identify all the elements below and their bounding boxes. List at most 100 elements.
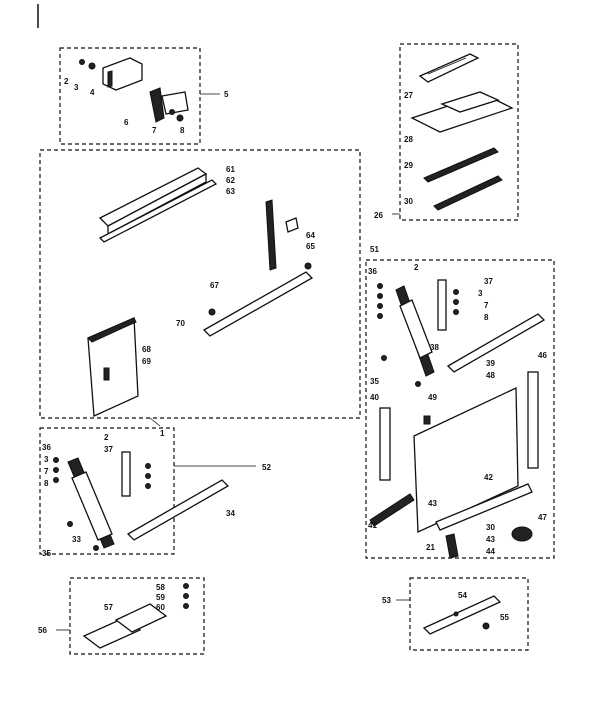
label-54: 54 (458, 591, 467, 600)
label-35a: 35 (370, 377, 379, 386)
label-43b: 43 (486, 535, 495, 544)
part-6-bracket (149, 87, 165, 123)
label-62: 62 (226, 176, 235, 185)
part-35-screw-b (415, 381, 421, 387)
label-37b: 37 (104, 445, 113, 454)
part-42-strip (435, 483, 533, 531)
label-7c: 7 (44, 467, 49, 476)
label-36a: 36 (368, 267, 377, 276)
label-7: 7 (152, 126, 157, 135)
label-42: 42 (484, 473, 493, 482)
label-26: 26 (374, 211, 383, 220)
label-1: 1 (160, 429, 165, 438)
label-34: 34 (226, 509, 235, 518)
label-3c: 3 (44, 455, 49, 464)
part-7-screw-c (53, 467, 59, 473)
part-2-screw (79, 59, 85, 65)
part-4-bracket (102, 57, 143, 91)
part-47-knob (511, 526, 533, 542)
part-39-rail (446, 313, 546, 373)
group-56-box (69, 577, 205, 655)
group-56 (56, 577, 205, 655)
part-30-strip (433, 175, 503, 211)
label-39: 39 (486, 359, 495, 368)
label-40: 40 (370, 393, 379, 402)
label-37a: 37 (484, 277, 493, 286)
label-59: 59 (156, 593, 165, 602)
part-4-face (107, 70, 113, 88)
part-3-screw-b (377, 293, 383, 299)
label-35b: 35 (42, 549, 51, 558)
group-5 (59, 47, 220, 145)
label-8c: 8 (44, 479, 49, 488)
part-37-bar-b (121, 451, 131, 497)
part-37-bar (437, 279, 447, 331)
label-58: 58 (156, 583, 165, 592)
part-58-screw (183, 583, 189, 589)
group-26-box (399, 43, 519, 221)
label-41: 41 (368, 521, 377, 530)
label-3b: 3 (478, 289, 483, 298)
part-69-latch (103, 367, 110, 381)
group-51-box (365, 259, 555, 559)
part-3-screw-c (53, 457, 59, 463)
part-64-hinge (285, 217, 299, 233)
part-43-rail (445, 533, 459, 559)
part-35-screw-d (93, 545, 99, 551)
label-2c: 2 (104, 433, 109, 442)
part-60-screw (183, 603, 189, 609)
part-8-screw-b (377, 313, 383, 319)
part-54-strip (422, 595, 502, 635)
group-52-box (39, 427, 175, 555)
label-46: 46 (538, 351, 547, 360)
label-52: 52 (262, 463, 271, 472)
label-2: 2 (64, 77, 69, 86)
part-34-rail (126, 479, 230, 541)
label-57: 57 (104, 603, 113, 612)
label-64: 64 (306, 231, 315, 240)
part-63-bar (265, 199, 277, 271)
label-3: 3 (74, 83, 79, 92)
label-29: 29 (404, 161, 413, 170)
group-1 (39, 149, 361, 427)
label-53: 53 (382, 596, 391, 605)
part-7-washer (169, 109, 175, 115)
part-55-screw (482, 622, 490, 630)
label-27: 27 (404, 91, 413, 100)
label-30: 30 (404, 197, 413, 206)
group-51 (365, 259, 555, 559)
part-49-clip (423, 415, 431, 425)
label-65: 65 (306, 242, 315, 251)
group-53 (396, 577, 529, 651)
label-43a: 43 (428, 499, 437, 508)
label-47: 47 (538, 513, 547, 522)
label-5: 5 (224, 90, 229, 99)
part-8-screw-c (53, 477, 59, 483)
part-8-screw-d (145, 483, 151, 489)
part-46-post (527, 371, 539, 469)
part-38-plate (399, 299, 433, 359)
label-56: 56 (38, 626, 47, 635)
label-8b: 8 (484, 313, 489, 322)
label-55: 55 (500, 613, 509, 622)
part-62-rail (98, 179, 218, 243)
part-41-filter (369, 493, 415, 527)
label-61: 61 (226, 165, 235, 174)
label-2b: 2 (414, 263, 419, 272)
group-52 (39, 427, 256, 555)
label-48: 48 (486, 371, 495, 380)
label-7b: 7 (484, 301, 489, 310)
part-8-screw-a (453, 309, 459, 315)
part-29-strip (423, 147, 499, 183)
part-57-panel-b (114, 603, 168, 633)
part-65-pin (304, 262, 312, 270)
label-8: 8 (180, 126, 185, 135)
label-30b: 30 (486, 523, 495, 532)
part-7-screw-a (453, 299, 459, 305)
label-38a: 38 (430, 343, 439, 352)
part-28-panel-b (440, 91, 500, 113)
group-53-box (409, 577, 529, 651)
part-67-clip (208, 308, 216, 316)
part-2-screw-a (377, 283, 383, 289)
